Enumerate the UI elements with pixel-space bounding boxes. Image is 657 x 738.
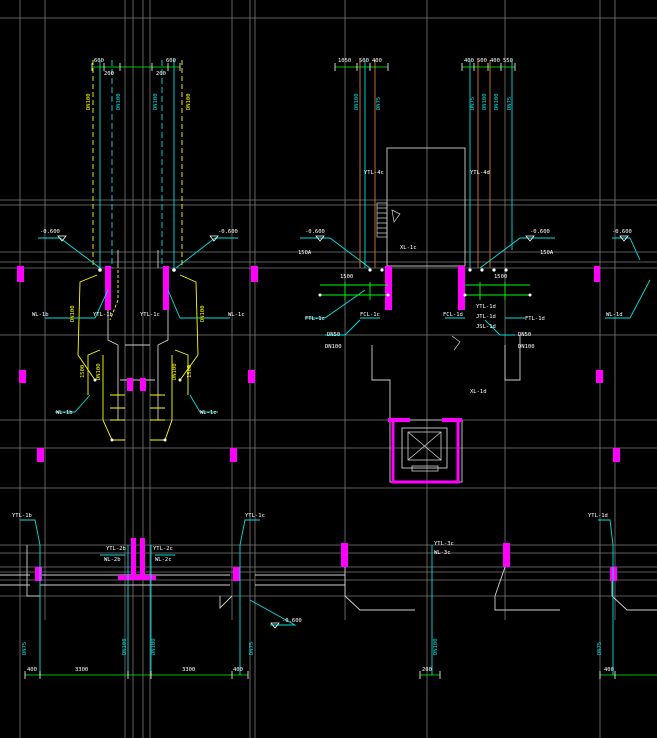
elev-6: -0.600 [282,618,302,624]
dn-left-d: DN100 [172,363,178,380]
label-wl-3c: WL-3c [434,550,451,556]
dn-bottom-4: DN75 [249,642,255,655]
label-ftl-1d: FTL-1d [525,316,545,322]
dn-left-b: DN100 [200,305,206,322]
elevator-shaft [388,418,462,484]
label-dn100-right: DN100 [518,344,535,350]
dn-bottom-3: DN100 [151,638,157,655]
label-wl-2c: WL-2c [155,557,172,563]
structural-columns [17,266,620,581]
dn-right-1: DN75 [470,97,476,110]
stair-symbol [376,202,461,351]
yellow-pipes [77,60,199,441]
dim-400-mid: 400 [372,58,382,64]
dn-top-2: DN100 [116,93,122,110]
label-wl-2b: WL-2b [104,557,121,563]
label-ytl-1d: YTL-1d [476,304,496,310]
dn-mid-1: DN100 [354,93,360,110]
dim-1500-left: 1500 [80,365,86,378]
dn-right-4: DN75 [507,97,513,110]
label-fcl-1c: FCL-1c [360,312,380,318]
dim-600-a: 600 [94,58,104,64]
green-pipes [320,282,530,300]
elev-4: -0.600 [530,229,550,235]
dn-bottom-2: DN100 [122,638,128,655]
label-150a-right: 150A [540,250,554,256]
dim-1500-right: 1500 [187,365,193,378]
label-dn100-left: DN100 [325,344,342,350]
dim-550-r: 550 [503,58,513,64]
dn-left-c: DN100 [96,363,102,380]
dim-1050: 1050 [338,58,351,64]
dim-400-r: 400 [464,58,474,64]
dn-top-3: DN100 [153,93,159,110]
label-xl-1c: XL-1c [400,245,417,251]
dim-bottom-200: 200 [422,667,432,673]
dim-600-b: 600 [166,58,176,64]
label-jsl-1d: JSL-1d [476,324,496,330]
label-ytl-4c: YTL-4c [364,170,384,176]
dn-left-a: DN100 [70,305,76,322]
label-dn50-left: DN50 [327,332,340,338]
dn-right-2: DN100 [482,93,488,110]
label-ytl-3c: YTL-3c [434,541,454,547]
label-ytl-2c: YTL-2c [153,546,173,552]
dim-1500-a: 1500 [340,274,353,280]
dim-bottom-400-b: 400 [233,667,243,673]
label-dn50-right: DN50 [518,332,531,338]
dim-bottom-3300-b: 3300 [182,667,195,673]
dn-bottom-5: DN100 [433,638,439,655]
elev-3: -0.600 [305,229,325,235]
dn-right-3: DN100 [494,93,500,110]
label-ytl-1d-lower: YTL-1d [588,513,608,519]
dim-bottom-3300-a: 3300 [75,667,88,673]
label-150a-left: 150A [298,250,312,256]
label-ytl-2b: YTL-2b [106,546,126,552]
dim-500-mid: 500 [359,58,369,64]
dimension-lines [25,66,657,676]
dimension-ticks [24,63,616,679]
label-wl-1b-lower: WL-1b [56,410,73,416]
dn-bottom-1: DN75 [22,642,28,655]
dim-bottom-400-a: 400 [27,667,37,673]
dn-top-4: DN100 [186,93,192,110]
label-ytl-1c-lower: YTL-1c [245,513,265,519]
label-ftl-1c: FTL-1c [305,316,325,322]
dim-200-b: 200 [156,71,166,77]
label-wl-1c-lower: WL-1c [200,410,217,416]
dn-mid-2: DN75 [376,97,382,110]
pipe-nodes [93,268,532,442]
dim-500-r: 500 [477,58,487,64]
labels: 600 200 200 600 1050 500 400 400 500 400… [12,58,632,673]
label-ytl-1b: YTL-1b [93,312,113,318]
label-ytl-1b-lower: YTL-1b [12,513,32,519]
dim-1500-b: 1500 [494,274,507,280]
label-ytl-1c: YTL-1c [140,312,160,318]
dim-bottom-400-c: 400 [604,667,614,673]
dim-400-r2: 400 [490,58,500,64]
dim-200-a: 200 [104,71,114,77]
label-wl-1c: WL-1c [228,312,245,318]
orange-pipes [359,60,491,268]
elev-1: -0.600 [40,229,60,235]
label-wl-1d: WL-1d [606,312,623,318]
cyan-pipes [20,60,651,675]
label-wl-1b: WL-1b [32,312,49,318]
elev-2: -0.600 [218,229,238,235]
elevation-markers [57,235,629,629]
label-jtl-1d: JTL-1d [476,314,496,320]
dn-top-1: DN100 [86,93,92,110]
dn-bottom-6: DN75 [597,642,603,655]
elev-5: -0.600 [612,229,632,235]
label-xl-1d: XL-1d [470,389,487,395]
label-fcl-1d: FCL-1d [443,312,463,318]
label-ytl-4d: YTL-4d [470,170,490,176]
